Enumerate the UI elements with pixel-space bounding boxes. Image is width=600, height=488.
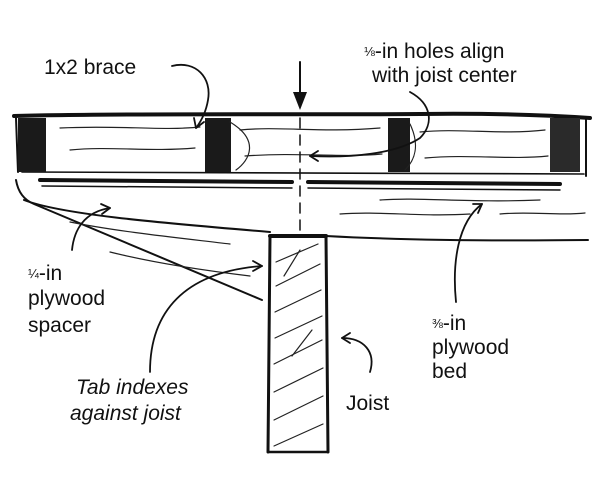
leader-lines <box>71 63 483 373</box>
bed-text: -in <box>443 312 466 335</box>
spacer-label-line1: ¼-in <box>28 262 62 285</box>
spacer-label-line2: plywood <box>28 287 105 310</box>
brace-board <box>12 111 592 177</box>
plywood-bed <box>15 179 589 301</box>
spacer-text: -in <box>39 262 62 285</box>
spacer-strip <box>38 178 562 191</box>
holes-label-line1: ⅛-in holes align <box>364 40 504 63</box>
bed-label-line3: bed <box>432 360 467 383</box>
holes-label-line2: with joist center <box>371 64 517 87</box>
tab-label-line2: against joist <box>70 402 182 425</box>
tab-label-line1: Tab indexes <box>76 376 189 399</box>
brace-label: 1x2 brace <box>44 56 136 79</box>
spacer-label-line3: spacer <box>28 314 91 337</box>
bed-label-line2: plywood <box>432 336 509 359</box>
joist-label: Joist <box>346 392 389 415</box>
joist-post <box>266 234 330 454</box>
spacer-fraction: ¼ <box>28 266 39 281</box>
center-line <box>293 61 307 237</box>
bed-label-line1: ⅜-in <box>432 312 466 335</box>
holes-fraction: ⅛ <box>364 44 375 59</box>
bed-fraction: ⅜ <box>432 316 443 331</box>
holes-text: -in holes align <box>375 40 505 63</box>
